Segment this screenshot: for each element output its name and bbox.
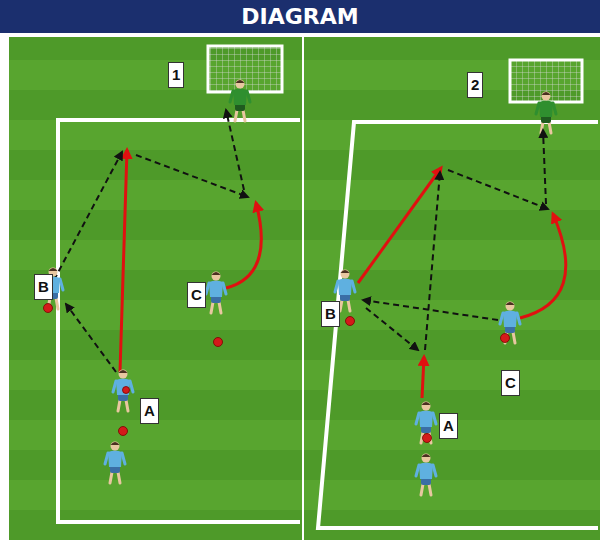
callout-label: 1 — [168, 62, 184, 88]
movement-arrows — [54, 110, 261, 372]
callout-label: B — [321, 301, 340, 327]
callout-label: C — [501, 370, 520, 396]
goal — [208, 46, 582, 102]
movement-arrows — [358, 130, 566, 398]
players — [43, 268, 520, 496]
callout-label: A — [439, 413, 458, 439]
callout-label: C — [187, 282, 206, 308]
callout-label: B — [34, 274, 53, 300]
pitch-line — [318, 122, 598, 528]
goalkeeper — [230, 80, 250, 122]
pitch-line — [58, 120, 300, 522]
header-title: DIAGRAM — [0, 0, 600, 33]
pitch-panel — [304, 37, 600, 540]
callout-label: A — [140, 398, 159, 424]
goalkeeper — [536, 92, 556, 134]
callout-label: 2 — [467, 72, 483, 98]
balls — [44, 304, 510, 443]
pitch-panel — [9, 37, 302, 540]
header-bar — [0, 0, 600, 33]
